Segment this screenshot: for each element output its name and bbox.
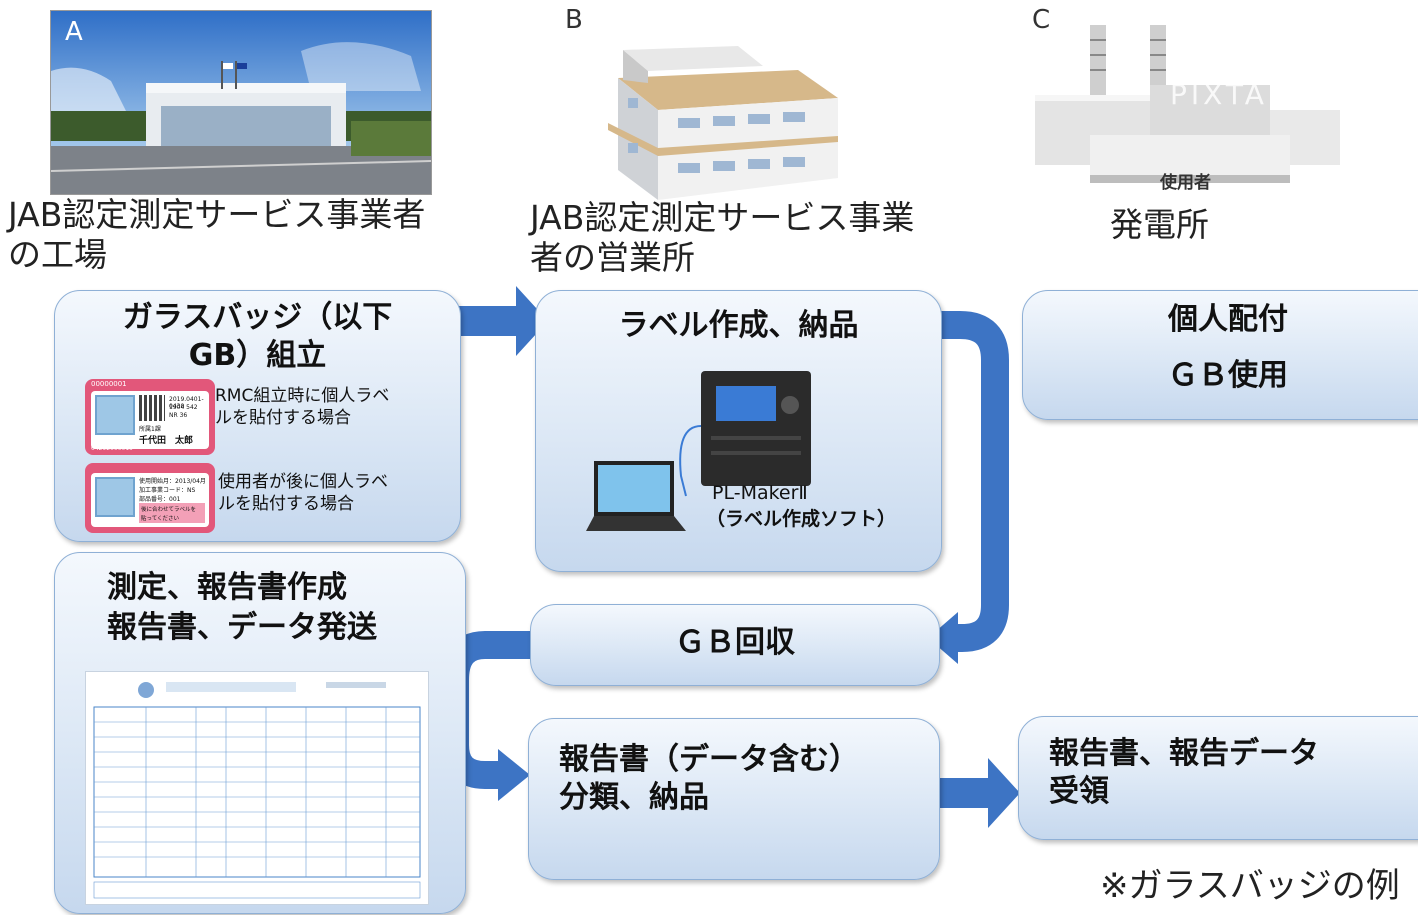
badge-window <box>95 395 135 435</box>
site-letter-a: A <box>65 17 83 47</box>
caption-factory-line1: JAB認定測定サービス事業者 <box>8 195 426 234</box>
individual-line1: 個人配付 <box>1168 302 1288 337</box>
measurement-line2: 報告書、データ発送 <box>107 610 377 645</box>
label-case1-text: RMC組立時に個人ラベ ルを貼付する場合 <box>215 385 389 429</box>
collection-box: ＧＢ回収 <box>530 604 940 686</box>
individual-distribution-box: 個人配付 ＧＢ使用 <box>1022 290 1418 420</box>
badge2-line3: 部品番号：001 <box>139 496 181 503</box>
arrow-head-report <box>498 749 530 801</box>
caption-factory-line2: の工場 <box>8 235 107 274</box>
badge1-id: 00000001 <box>91 380 127 388</box>
badge1-small: 所属1課 <box>139 426 161 433</box>
software-desc: （ラベル作成ソフト） <box>706 508 897 530</box>
arrow-collect-to-report <box>441 631 530 789</box>
report-receive-line1: 報告書、報告データ <box>1049 736 1319 771</box>
caption-office-line1: JAB認定測定サービス事業 <box>530 198 915 237</box>
arrow-head-collect <box>928 612 958 664</box>
badge1-name: 千代田 太郎 <box>139 436 194 446</box>
arrow-report-to-receive <box>930 758 1020 828</box>
arrow-label-to-collect <box>908 311 1009 652</box>
watermark-text: PIXTA <box>1170 78 1268 111</box>
assembly-title-line2: GB）組立 <box>188 338 327 373</box>
badge2-notice: 後に合わせてラベルを 貼ってください <box>139 503 205 523</box>
badge1-qr-line2: 1904 542 <box>169 404 198 411</box>
report-sort-line1: 報告書（データ含む） <box>559 742 859 777</box>
label-case2-text: 使用者が後に個人ラベ ルを貼付する場合 <box>218 471 388 515</box>
badge1-qr-line1: 2019.0401-0430 <box>169 396 204 410</box>
footnote: ※ガラスバッジの例 <box>1100 866 1400 906</box>
badge2-line2: 加工事業コード：NS <box>139 487 196 494</box>
site-letter-b: B <box>565 5 583 35</box>
caption-office-line2: 者の営業所 <box>530 238 695 277</box>
power-plant-illustration: PIXTA 使用者 <box>1030 20 1350 193</box>
report-receive-line2: 受領 <box>1049 774 1109 809</box>
badge2-window <box>95 477 135 517</box>
label-case1-line2: ルを貼付する場合 <box>215 408 351 428</box>
caption-office: JAB認定測定サービス事業 者の営業所 <box>530 198 914 278</box>
measurement-box: 測定、報告書作成 報告書、データ発送 <box>54 552 466 914</box>
badge2-line1: 使用開始月：2013/04月 <box>139 478 206 485</box>
glass-badge-sample-1: 00000001 2019.0401-0430 1904 542 NR 36 所… <box>85 379 215 455</box>
label-creation-title: ラベル作成、納品 <box>618 308 859 343</box>
caption-plant: 発電所 <box>1110 205 1209 244</box>
glass-badge-sample-2: 使用開始月：2013/04月 加工事業コード：NS 部品番号：001 後に合わせ… <box>85 463 215 533</box>
qr-code-icon <box>139 395 165 421</box>
label-case2-line1: 使用者が後に個人ラベ <box>218 472 388 492</box>
plant-sign-text: 使用者 <box>1160 173 1211 193</box>
site-letter-c: C <box>1032 5 1051 35</box>
software-caption: PL-MakerⅡ （ラベル作成ソフト） <box>706 481 896 533</box>
badge2-line4: 後に合わせてラベルを <box>141 507 197 513</box>
report-sorting-box: 報告書（データ含む） 分類、納品 <box>528 718 940 880</box>
individual-line2: ＧＢ使用 <box>1168 358 1288 393</box>
label-creation-box: ラベル作成、納品 PL-MakerⅡ （ラベル作成ソフト） <box>535 290 942 572</box>
arrow-assembly-to-label <box>458 286 548 356</box>
badge2-line5: 貼ってください <box>141 516 180 522</box>
assembly-title-line1: ガラスバッジ（以下 <box>122 300 393 335</box>
assembly-box: ガラスバッジ（以下 GB）組立 00000001 2019.0401-0430 … <box>54 290 461 542</box>
caption-factory: JAB認定測定サービス事業者 の工場 <box>8 195 425 275</box>
badge1-code: 04292000019 <box>91 445 133 452</box>
printer-laptop-illustration <box>586 371 811 531</box>
report-form-thumbnail <box>85 671 429 905</box>
report-sort-line2: 分類、納品 <box>559 780 709 815</box>
software-name: PL-MakerⅡ <box>712 482 808 504</box>
report-receive-box: 報告書、報告データ 受領 <box>1018 716 1418 840</box>
badge1-qr-line3: NR 36 <box>169 412 188 419</box>
label-case1-line1: RMC組立時に個人ラベ <box>215 386 390 406</box>
factory-photo: A <box>50 10 432 195</box>
collection-title: ＧＢ回収 <box>675 625 795 660</box>
label-case2-line2: ルを貼付する場合 <box>218 494 354 514</box>
measurement-line1: 測定、報告書作成 <box>107 570 347 605</box>
office-building-illustration <box>588 38 848 208</box>
